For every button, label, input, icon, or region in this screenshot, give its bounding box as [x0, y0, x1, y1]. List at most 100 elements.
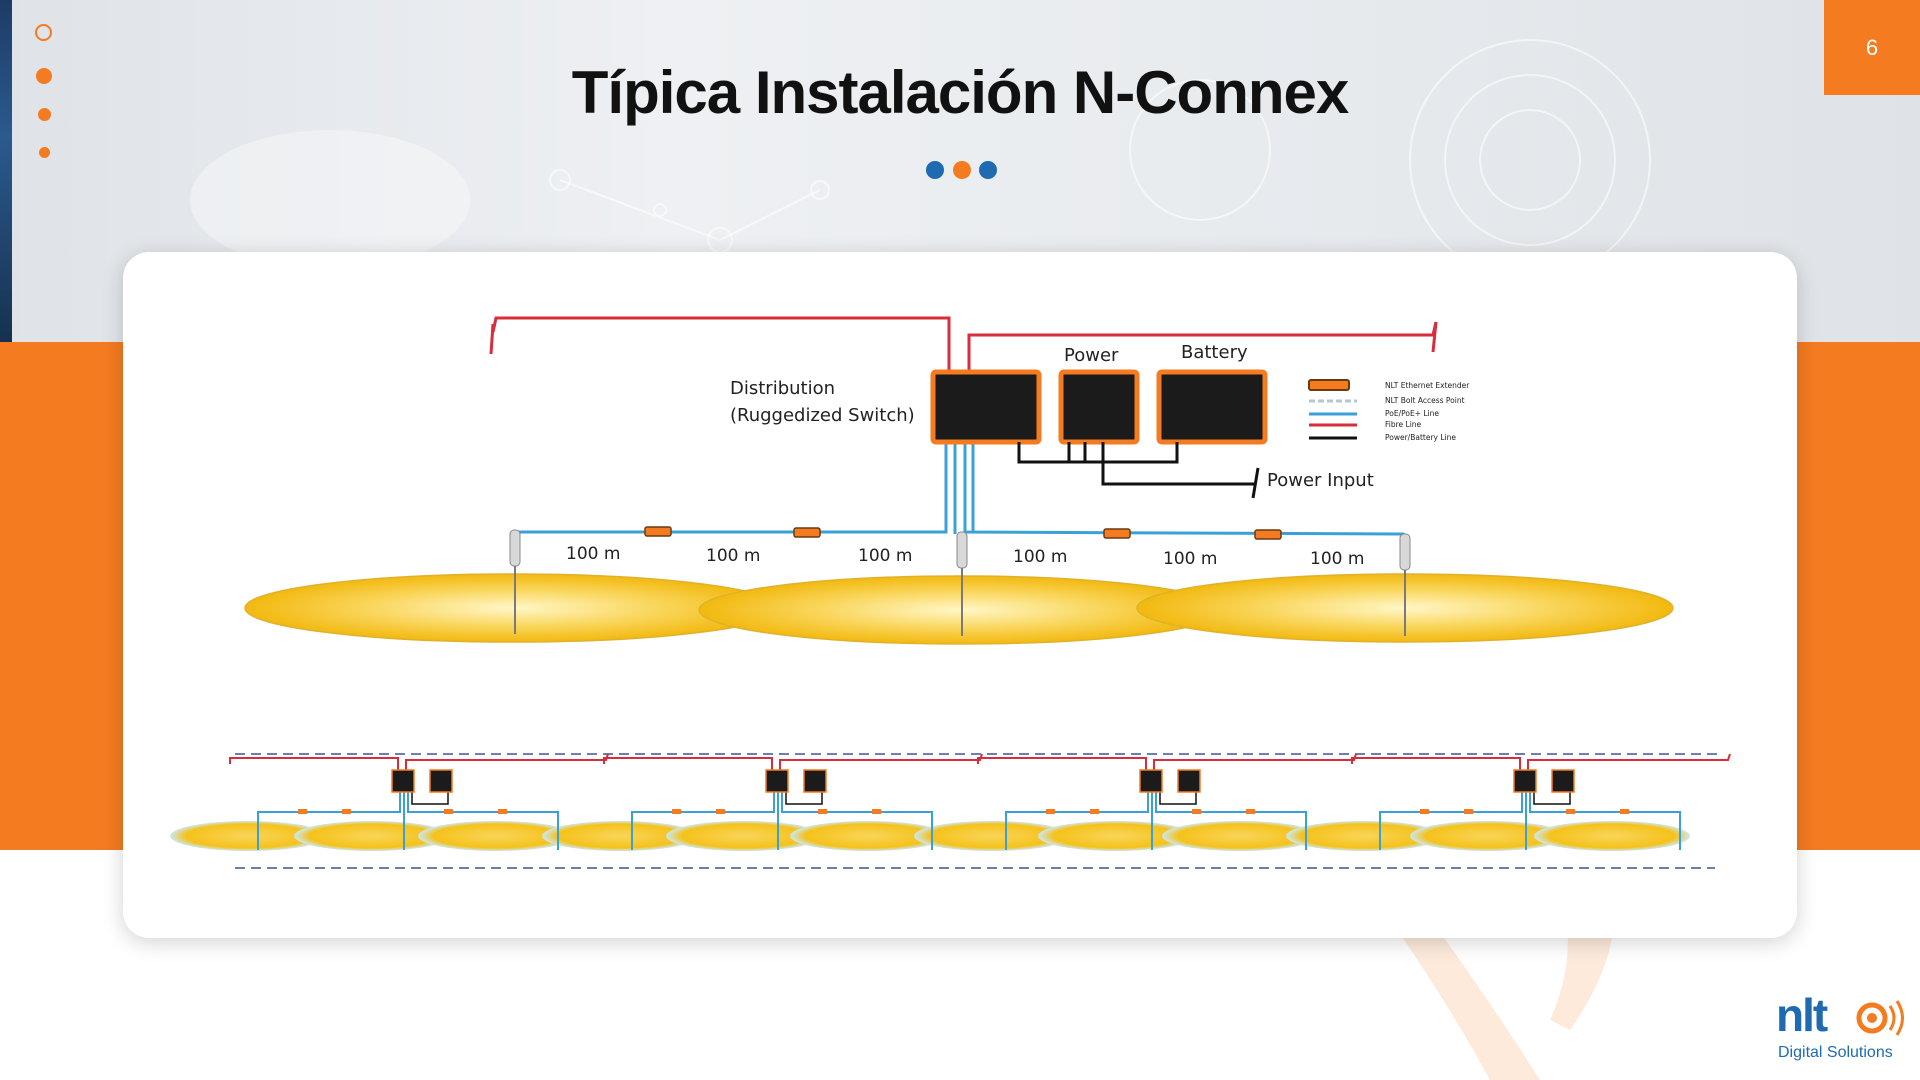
title-dots: [926, 161, 998, 179]
legend-label: PoE/PoE+ Line: [1385, 409, 1439, 418]
overview-units: [229, 753, 1731, 850]
legend-swatch-extender: [1308, 379, 1350, 391]
power-unit: [1058, 369, 1140, 445]
overview-fibre-line: [603, 753, 983, 772]
side-dot-ring: [35, 24, 52, 41]
side-dot-nav: [34, 24, 58, 164]
overview-power-line: [411, 790, 449, 805]
overview-poe-line: [631, 790, 933, 850]
title-dot-orange: [953, 161, 971, 179]
overview-switch: [765, 769, 789, 793]
company-logo: nlt Digital Solutions: [1776, 988, 1906, 1068]
overview-coverage-ellipse: [1162, 821, 1318, 851]
access-points: [509, 529, 1411, 636]
ethernet-extenders: [644, 526, 1282, 540]
overview-coverage-ellipse: [170, 821, 326, 851]
ethernet-extender: [793, 527, 821, 538]
title-dot-blue: [926, 161, 944, 179]
diagram-card: Power Battery Distribution (Ruggedized S…: [123, 252, 1797, 938]
logo-signal-icon: [1856, 1000, 1904, 1036]
overview-power-line: [785, 790, 823, 805]
overview-extender: [1192, 809, 1201, 814]
overview-extender: [1620, 809, 1629, 814]
distribution-switch: [930, 369, 1042, 445]
overview-extender: [342, 809, 351, 814]
distribution-sublabel: (Ruggedized Switch): [730, 405, 915, 426]
distribution-label: Distribution: [730, 378, 835, 399]
title-dot-blue: [979, 161, 997, 179]
overview-coverage-ellipse: [418, 821, 574, 851]
fibre-line: [491, 316, 951, 372]
battery-unit: [1156, 369, 1268, 445]
power-input-label: Power Input: [1267, 470, 1374, 491]
overview-power-line: [1159, 790, 1197, 805]
legend-label: NLT Bolt Access Point: [1385, 396, 1465, 405]
overview-extender: [672, 809, 681, 814]
overview-switch: [1139, 769, 1163, 793]
overview-extender: [1420, 809, 1429, 814]
overview-coverage-ellipse: [1038, 821, 1194, 851]
segment-label: 100 m: [706, 546, 760, 566]
overview-fibre-line: [977, 753, 1357, 772]
ethernet-extender: [1103, 528, 1131, 539]
overview-poe-line: [257, 790, 559, 850]
overview-coverage-ellipse: [1286, 821, 1442, 851]
overview-extender: [1566, 809, 1575, 814]
fibre-line-tick: [1431, 321, 1438, 353]
battery-label: Battery: [1181, 342, 1248, 363]
overview-power-unit: [803, 769, 827, 793]
overview-switch: [391, 769, 415, 793]
ethernet-extender: [1254, 529, 1282, 540]
page-title: Típica Instalación N-Connex: [571, 59, 1349, 126]
ethernet-extender: [644, 526, 672, 537]
overview-extender: [1464, 809, 1473, 814]
segment-label: 100 m: [1013, 547, 1067, 567]
coverage-areas: [244, 573, 1674, 645]
access-point: [956, 531, 968, 569]
overview-poe-line: [1379, 790, 1681, 850]
side-dot: [36, 68, 52, 84]
overview-poe-line: [1005, 790, 1307, 850]
access-point: [509, 529, 521, 567]
overview-extender: [1090, 809, 1099, 814]
overview-extender: [1246, 809, 1255, 814]
installation-diagram: Power Battery Distribution (Ruggedized S…: [170, 316, 1731, 869]
overview-extender: [298, 809, 307, 814]
equipment: [930, 369, 1268, 445]
logo-subtitle: Digital Solutions: [1778, 1044, 1893, 1061]
overview-power-unit: [1177, 769, 1201, 793]
overview-extender: [716, 809, 725, 814]
header-network-graphic: [190, 39, 1651, 281]
segment-label: 100 m: [1163, 549, 1217, 569]
overview-coverage-band: [170, 821, 1690, 851]
overview-coverage-ellipse: [790, 821, 946, 851]
overview-extender: [872, 809, 881, 814]
logo-wordmark: nlt: [1776, 989, 1828, 1041]
overview-coverage-ellipse: [542, 821, 698, 851]
overview-power-unit: [429, 769, 453, 793]
legend-label: Fibre Line: [1385, 420, 1422, 429]
overview-switch: [1513, 769, 1537, 793]
power-battery-lines: [1017, 442, 1260, 499]
fibre-line-tick: [489, 323, 495, 355]
page-number: 6: [1865, 34, 1879, 60]
overview-coverage-ellipse: [1534, 821, 1690, 851]
segment-label: 100 m: [566, 544, 620, 564]
multi-segment-overview: [170, 753, 1731, 869]
segment-label: 100 m: [858, 546, 912, 566]
side-dot: [39, 147, 50, 158]
legend-label: Power/Battery Line: [1385, 433, 1456, 442]
segment-label: 100 m: [1310, 549, 1364, 569]
page-number-badge: 6: [1824, 0, 1920, 95]
power-label: Power: [1064, 345, 1119, 366]
overview-power-unit: [1551, 769, 1575, 793]
overview-fibre-line: [229, 753, 609, 772]
overview-extender: [444, 809, 453, 814]
access-point: [1399, 533, 1411, 571]
overview-extender: [498, 809, 507, 814]
overview-coverage-ellipse: [666, 821, 822, 851]
overview-coverage-ellipse: [294, 821, 450, 851]
overview-extender: [1046, 809, 1055, 814]
header-left-strip: [0, 0, 12, 342]
overview-extender: [818, 809, 827, 814]
